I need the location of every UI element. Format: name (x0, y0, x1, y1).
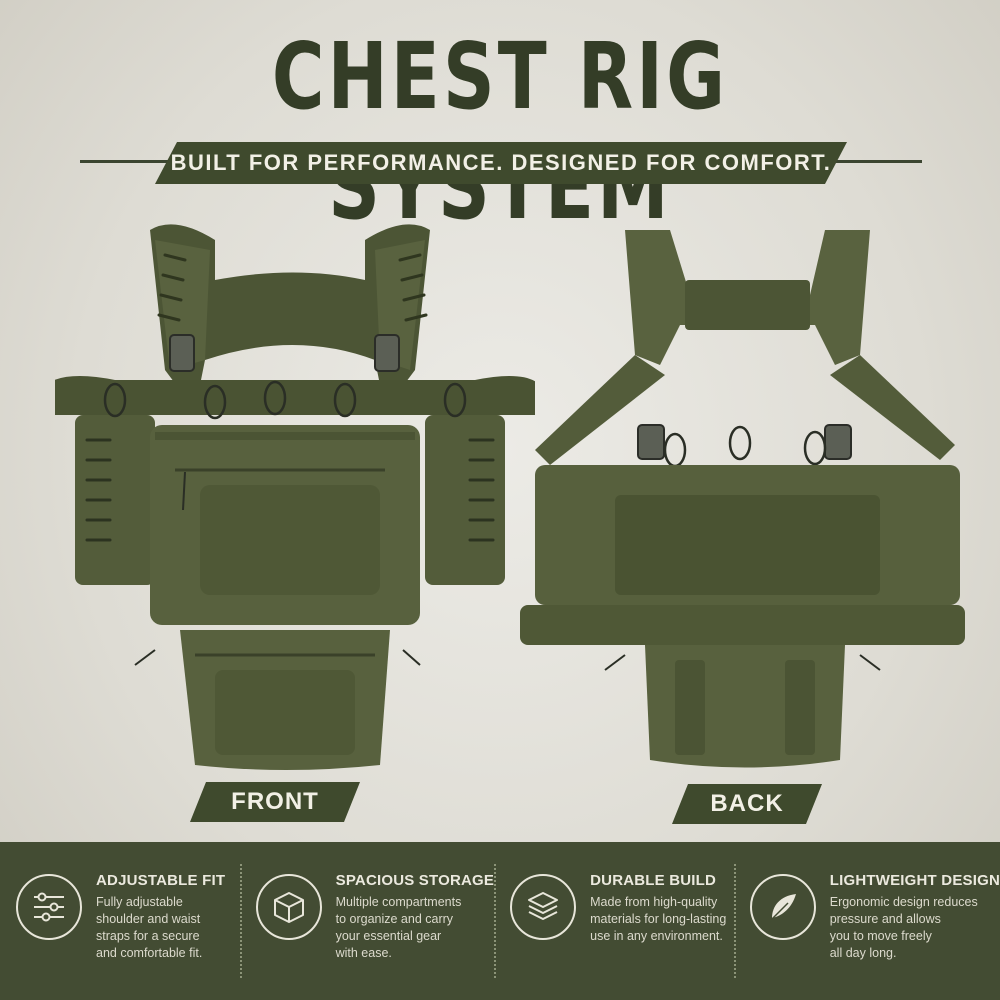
feature-title: LIGHTWEIGHT DESIGN (829, 872, 1000, 889)
box-icon (255, 874, 322, 940)
subtitle-left-rule (80, 160, 170, 163)
layers-icon (510, 874, 577, 940)
feature-lightweight-design: LIGHTWEIGHT DESIGN Ergonomic design redu… (733, 842, 1000, 1000)
subtitle-banner: BUILT FOR PERFORMANCE. DESIGNED FOR COMF… (155, 142, 847, 184)
back-chest-rig-image (520, 230, 965, 768)
feature-title: ADJUSTABLE FIT (96, 872, 226, 889)
front-chest-rig-image (55, 224, 535, 770)
subtitle-right-rule (832, 160, 922, 163)
page-title: CHEST RIG SYSTEM (271, 23, 729, 240)
sliders-icon (16, 874, 82, 940)
feature-title: SPACIOUS STORAGE (335, 872, 495, 889)
feather-icon (749, 874, 816, 940)
front-label: FRONT (190, 782, 360, 822)
feature-title: DURABLE BUILD (590, 872, 717, 889)
back-label: BACK (672, 784, 822, 824)
